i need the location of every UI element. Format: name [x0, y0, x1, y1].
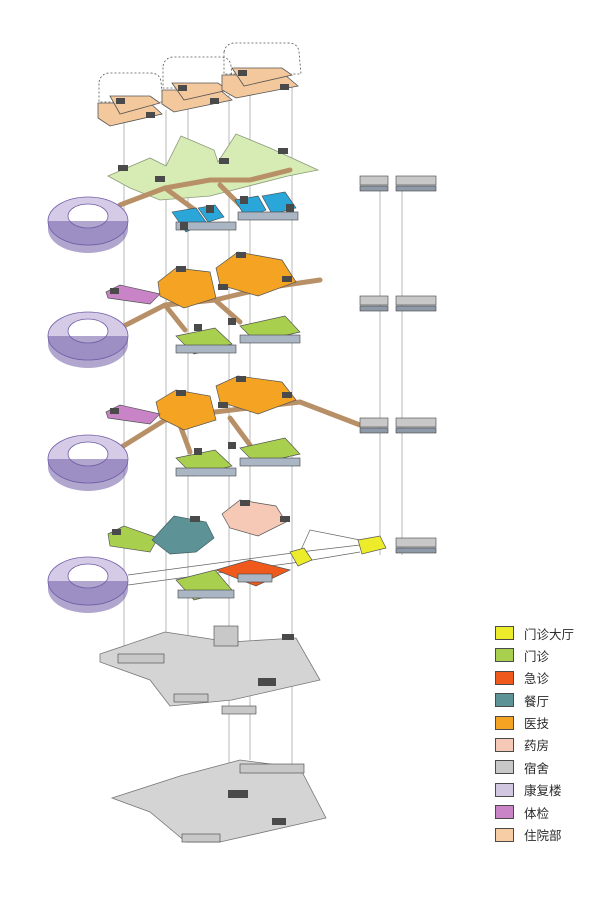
legend-item-outpatient: 门诊 [495, 646, 595, 664]
inpatient-tower-2 [161, 56, 234, 113]
inpatient-tower-1 [97, 72, 164, 127]
legend-item-pharmacy: 药房 [495, 736, 595, 754]
legend-label: 门诊大厅 [524, 626, 575, 642]
basement-level-1 [99, 625, 321, 715]
physical-exam-level-3 [105, 404, 161, 425]
legend-item-restaurant: 餐厅 [495, 691, 595, 709]
outpatient-level-ground [107, 525, 235, 601]
dormitory-slabs-right [359, 175, 437, 554]
legend-item-emergency: 急诊 [495, 669, 595, 687]
legend-label: 餐厅 [524, 693, 550, 709]
legend-swatch [495, 782, 514, 797]
legend-item-physical-exam: 体检 [495, 803, 595, 821]
legend-swatch [495, 693, 514, 708]
physical-exam-level-2 [105, 284, 161, 305]
outpatient-level-3 [175, 437, 301, 477]
basement-level-2 [110, 759, 327, 843]
legend-swatch [495, 827, 514, 842]
legend-label: 药房 [524, 738, 550, 754]
restaurant-level-ground [151, 515, 215, 555]
legend-swatch [495, 805, 514, 820]
rehab-ring-3 [47, 434, 129, 491]
legend-swatch [495, 626, 514, 640]
medtech-level-2 [157, 251, 297, 309]
blue-wards [171, 191, 299, 233]
legend-swatch [495, 737, 514, 752]
legend-item-inpatient: 住院部 [495, 826, 595, 844]
legend-label: 宿舍 [524, 760, 550, 776]
legend-swatch [495, 715, 514, 730]
legend-item-dormitory: 宿舍 [495, 758, 595, 776]
legend-label: 康复楼 [524, 783, 562, 799]
legend-item-outpatient-hall: 门诊大厅 [495, 624, 595, 642]
rehab-ring-1 [47, 196, 129, 253]
legend-label: 医技 [524, 716, 550, 732]
inpatient-towers [97, 42, 302, 127]
level-roof-green [107, 133, 320, 201]
legend-swatch [495, 670, 514, 685]
legend: 门诊大厅 门诊 急诊 餐厅 医技 药房 宿舍 康复楼 体检 住院部 [495, 624, 595, 848]
legend-item-medical-tech: 医技 [495, 714, 595, 732]
emergency-level-ground [214, 559, 292, 587]
pharmacy-level-ground [221, 499, 290, 537]
outpatient-hall-level-ground [289, 535, 387, 567]
outpatient-level-2 [175, 315, 301, 355]
legend-label: 体检 [524, 805, 550, 821]
legend-label: 门诊 [524, 648, 550, 664]
legend-label: 急诊 [524, 671, 550, 687]
medtech-level-3 [155, 375, 297, 431]
rehab-ring-4 [47, 556, 129, 613]
legend-swatch [495, 648, 514, 663]
inpatient-tower-3 [221, 42, 302, 99]
legend-label: 住院部 [524, 828, 562, 844]
rehab-ring-2 [47, 311, 129, 368]
legend-swatch [495, 760, 514, 775]
legend-item-rehab-building: 康复楼 [495, 781, 595, 799]
corridor-level-3 [117, 399, 363, 455]
